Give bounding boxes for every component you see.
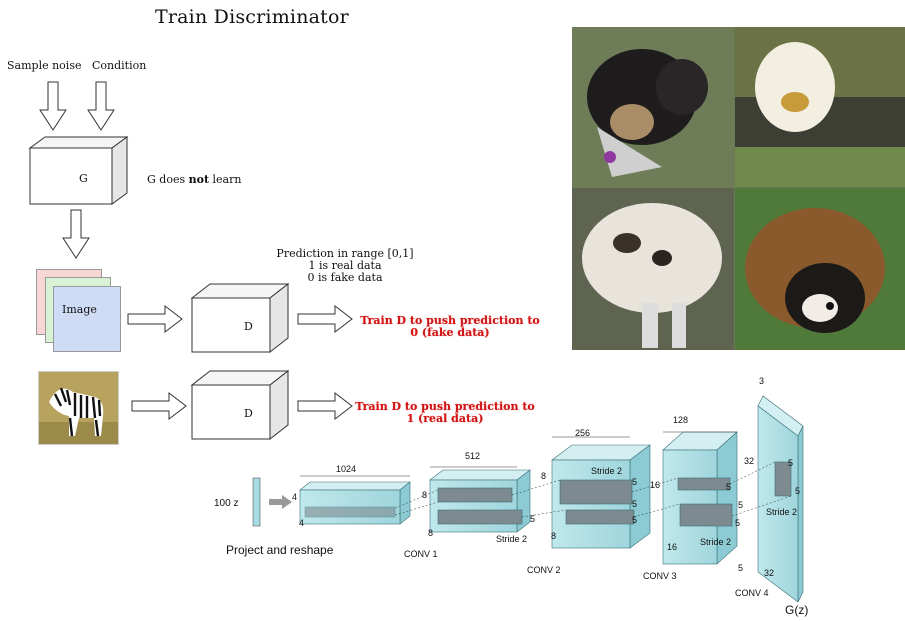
disc-label-real: D xyxy=(244,407,253,420)
discriminator-box-fake xyxy=(190,282,290,354)
image-to-disc-arrow xyxy=(127,304,183,334)
conv3-depth: 256 xyxy=(575,428,591,438)
conv3-k3: 5 xyxy=(726,482,732,492)
sample-tile-4 xyxy=(735,188,905,350)
condition-arrow xyxy=(87,81,115,131)
disc-label-fake: D xyxy=(244,320,253,333)
conv3-name: CONV 3 xyxy=(643,571,677,581)
conv2-side-a: 8 xyxy=(541,471,547,481)
generator-note: G does not learn xyxy=(147,173,242,186)
conv2-name: CONV 2 xyxy=(527,565,561,575)
prediction-note: Prediction in range [0,1] 1 is real data… xyxy=(276,247,414,284)
generated-samples-image xyxy=(572,27,905,350)
sample-tile-1 xyxy=(572,27,734,187)
conv2-depth: 512 xyxy=(465,451,481,461)
sample-tile-2 xyxy=(735,27,905,187)
project-arrow xyxy=(269,495,292,509)
gz-label: G(z) xyxy=(785,603,809,617)
conv3-side-a: 16 xyxy=(650,480,661,490)
conv4-side-b: 32 xyxy=(764,568,775,578)
disc-fake-output-arrow xyxy=(297,304,353,334)
image-card-blue xyxy=(53,286,121,352)
conv1-name: CONV 1 xyxy=(404,549,438,559)
conv3-side-b: 16 xyxy=(667,542,678,552)
z-label: 100 z xyxy=(214,498,239,509)
conv4-name: CONV 4 xyxy=(735,588,769,598)
sample-tile-3 xyxy=(572,188,734,350)
conv4-stride: Stride 2 xyxy=(766,507,798,517)
conv1-k1: 8 xyxy=(422,490,428,500)
sample-noise-label: Sample noise xyxy=(7,59,82,72)
image-card-label: Image xyxy=(62,303,97,316)
conv1-k3: 5 xyxy=(530,514,536,524)
conv1-depth: 1024 xyxy=(336,464,357,474)
conv4-k3: 5 xyxy=(738,563,744,573)
conv3-k1: 5 xyxy=(738,500,744,510)
disc-real-output-arrow xyxy=(297,391,353,421)
tensor-conv1 xyxy=(299,481,411,525)
real-zebra-image xyxy=(38,371,119,445)
conv1-k2: 8 xyxy=(428,528,434,538)
conv3-k2: 5 xyxy=(735,518,741,528)
training-flow-diagram xyxy=(28,81,353,441)
conv1-side-a: 4 xyxy=(292,492,298,502)
conv1-stride: Stride 2 xyxy=(496,534,528,544)
conv4-k1: 5 xyxy=(788,458,794,468)
conv2-k1: 5 xyxy=(632,477,638,487)
tensor-output xyxy=(757,395,804,603)
output-depth: 3 xyxy=(759,376,765,386)
conv1-side-b: 4 xyxy=(299,518,305,528)
generator-output-arrow xyxy=(62,209,90,259)
dcgan-architecture-diagram xyxy=(252,395,804,603)
discriminator-box-real xyxy=(190,369,290,441)
real-to-disc-arrow xyxy=(131,391,187,421)
conv2-side-b: 8 xyxy=(551,531,557,541)
conv2-k3: 5 xyxy=(632,515,638,525)
project-reshape-label: Project and reshape xyxy=(226,543,334,557)
tensor-conv4 xyxy=(662,431,738,565)
conv4-depth: 128 xyxy=(673,415,689,425)
generator-label: G xyxy=(79,172,88,185)
tensor-conv3 xyxy=(551,444,651,549)
conv4-k2: 5 xyxy=(795,486,801,496)
conv4-side-a: 32 xyxy=(744,456,755,466)
kernel-connections xyxy=(394,461,792,518)
z-vector xyxy=(252,477,261,527)
condition-label: Condition xyxy=(92,59,147,72)
generator-box xyxy=(28,136,129,205)
conv2-stride: Stride 2 xyxy=(591,466,623,476)
conv3-stride: Stride 2 xyxy=(700,537,732,547)
conv2-k2: 5 xyxy=(632,499,638,509)
page-title: Train Discriminator xyxy=(155,6,349,28)
tensor-conv2 xyxy=(429,469,531,533)
noise-arrow xyxy=(39,81,67,131)
